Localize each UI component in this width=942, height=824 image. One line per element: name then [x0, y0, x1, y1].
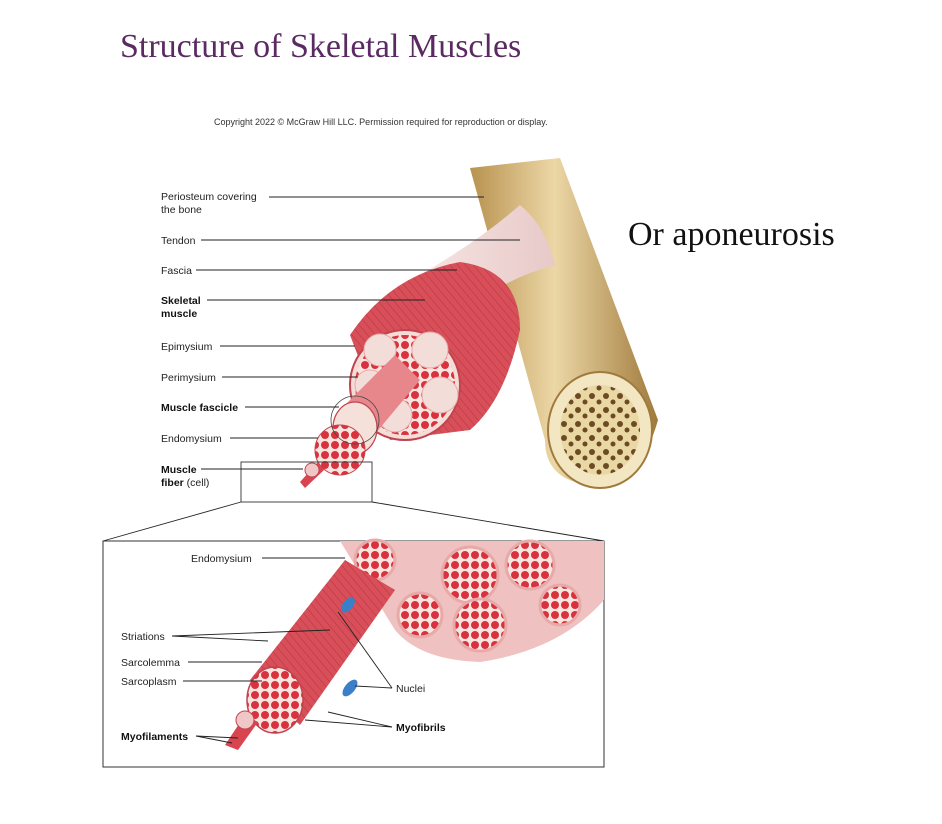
label-periosteum-line2: the bone	[161, 204, 202, 216]
inset-label-sarcoplasm: Sarcoplasm	[121, 676, 177, 688]
label-fiber-word: fiber	[161, 477, 184, 489]
label-perimysium: Perimysium	[161, 372, 216, 384]
inset-label-striations: Striations	[121, 631, 165, 643]
label-periosteum: Periosteum covering	[161, 191, 257, 203]
label-muscle-fascicle: Muscle fascicle	[161, 402, 238, 414]
label-epimysium: Epimysium	[161, 341, 213, 353]
inset-label-endomysium: Endomysium	[191, 553, 252, 565]
label-muscle-fiber: Muscle	[161, 464, 197, 476]
inset-label-myofilaments: Myofilaments	[121, 731, 188, 743]
inset-label-myofibrils: Myofibrils	[396, 722, 446, 734]
label-muscle-fiber-line2: fiber (cell)	[161, 477, 209, 489]
label-tendon: Tendon	[161, 235, 196, 247]
inset-label-nuclei: Nuclei	[396, 683, 425, 695]
label-fascia: Fascia	[161, 265, 192, 277]
label-skeletal-muscle-line2: muscle	[161, 308, 197, 320]
muscle-fiber	[300, 462, 324, 488]
inset-label-sarcolemma: Sarcolemma	[121, 657, 180, 669]
label-endomysium: Endomysium	[161, 433, 222, 445]
label-skeletal-muscle: Skeletal	[161, 295, 201, 307]
label-cell-word: (cell)	[184, 477, 210, 489]
